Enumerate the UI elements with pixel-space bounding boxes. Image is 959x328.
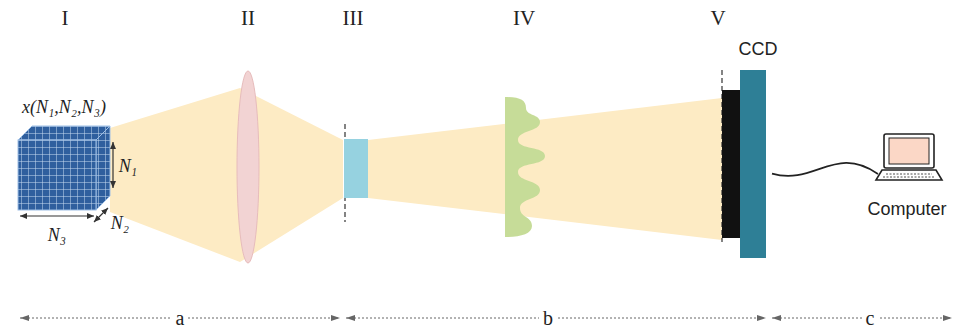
data-cube	[18, 126, 110, 210]
distance-label: c	[862, 308, 879, 328]
scale-bar	[20, 318, 952, 319]
dimension-arrow	[20, 215, 94, 216]
dimension-label: N₂	[111, 214, 129, 232]
dimension-arrow	[112, 142, 113, 188]
computer-node: Computer	[852, 130, 956, 240]
part-number: V	[710, 8, 725, 29]
computer-icon	[874, 130, 944, 186]
part-number: IV	[513, 8, 535, 29]
cube-label: x(N₁,N₂,N₃)	[22, 98, 106, 116]
part-number: I	[62, 8, 69, 29]
dimension-label: N₃	[48, 226, 66, 244]
dimension-arrow	[94, 208, 108, 222]
device-label: CCD	[739, 40, 778, 58]
lens	[237, 71, 259, 263]
sensor-mask	[722, 90, 740, 238]
node-label: Computer	[867, 200, 946, 218]
light-beam	[110, 88, 343, 262]
ccd-body	[740, 70, 766, 258]
coded-aperture	[344, 139, 368, 198]
light-beam	[368, 98, 722, 240]
ccd-sensor: CCD	[736, 36, 772, 258]
part-number: III	[343, 8, 364, 29]
distance-label: a	[172, 308, 189, 328]
part-number: II	[241, 8, 255, 29]
cable	[772, 163, 878, 176]
distance-label: b	[539, 308, 557, 328]
dimension-label: N₁	[119, 157, 137, 175]
dispersive-element	[505, 97, 545, 237]
